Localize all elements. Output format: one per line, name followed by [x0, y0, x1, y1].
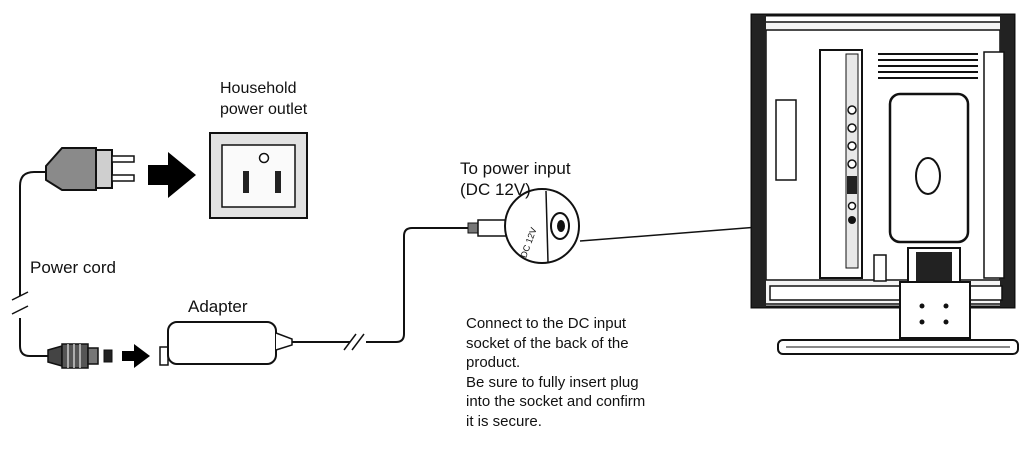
outlet-label-line: Household — [220, 80, 297, 97]
power-cord-label: Power cord — [30, 258, 116, 277]
power-input-label: To power input (DC 12V) — [460, 158, 571, 200]
instructions-text: Connect to the DC input socket of the ba… — [466, 314, 756, 431]
power-input-label-line: To power input — [460, 159, 571, 178]
outlet-label: Household power outlet — [220, 78, 307, 120]
dc-jack-detail: DC 12V — [504, 188, 580, 264]
right-arrow-icon — [148, 152, 196, 198]
monitor-rear-icon — [750, 13, 1019, 355]
adapter-cable — [292, 219, 507, 351]
instructions-line: socket of the back of the — [466, 334, 629, 352]
ac-adapter-icon — [159, 321, 293, 366]
right-arrow-icon — [122, 344, 150, 368]
power-cord — [11, 186, 48, 357]
ac-plug-icon — [19, 147, 135, 191]
adapter-label: Adapter — [188, 297, 248, 316]
instructions-line: into the socket and confirm — [466, 393, 646, 410]
cord-plug-icon — [47, 343, 113, 369]
instructions-line: product. — [466, 354, 521, 371]
outlet-label-line: power outlet — [220, 101, 308, 118]
instructions-line: it is secure. — [466, 412, 542, 430]
instructions-line: Be sure to fully insert plug — [466, 373, 639, 391]
instructions-line: Connect to the DC input — [466, 315, 627, 332]
vent-grille — [878, 53, 978, 79]
household-outlet-icon — [209, 132, 308, 219]
power-input-label-line: (DC 12V) — [460, 180, 531, 199]
